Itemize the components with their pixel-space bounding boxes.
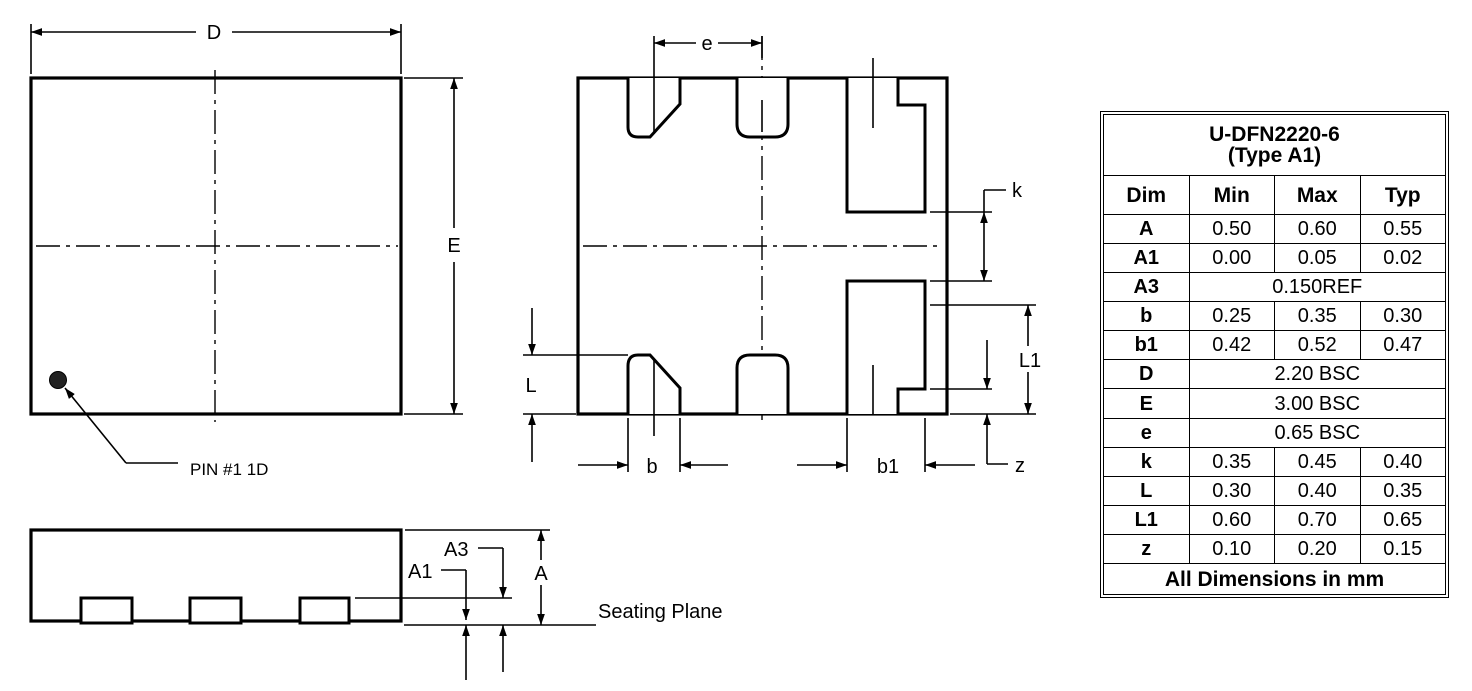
- side-pad-3: [298, 596, 351, 625]
- cell-max: 0.70: [1274, 504, 1361, 535]
- cell-max: 0.60: [1274, 213, 1361, 245]
- a1-label: A1: [408, 561, 432, 583]
- cell-typ: 0.35: [1359, 475, 1446, 506]
- cell-min: 0.42: [1188, 330, 1275, 361]
- e-label: E: [447, 235, 460, 257]
- e-pitch-label: e: [701, 33, 712, 55]
- table-title-line2: (Type A1): [1227, 144, 1322, 167]
- side-view: A Seating Plane A3 A1: [29, 528, 723, 680]
- cell-dim: b1: [1103, 330, 1190, 361]
- cell-min: 0.60: [1188, 504, 1275, 535]
- header-max: Max: [1274, 175, 1361, 215]
- side-pad-2: [188, 596, 243, 625]
- cell-typ: 0.55: [1359, 213, 1446, 245]
- cell-typ: 0.40: [1359, 446, 1446, 477]
- cell-min: 0.50: [1188, 213, 1275, 245]
- header-dim: Dim: [1103, 175, 1190, 215]
- cell-dim: z: [1103, 533, 1190, 565]
- top-view: D E PIN #1 1D: [29, 22, 463, 479]
- l-label: L: [525, 375, 536, 397]
- cell-typ: 0.30: [1359, 301, 1446, 332]
- cell-dim: L: [1103, 475, 1190, 506]
- cell-value-span: 0.150REF: [1188, 272, 1446, 303]
- side-pad-1: [79, 596, 134, 625]
- pad-right-top: [845, 78, 927, 214]
- cell-max: 0.20: [1274, 533, 1361, 565]
- table-footer: All Dimensions in mm: [1103, 563, 1446, 595]
- cell-value-span: 2.20 BSC: [1188, 359, 1446, 390]
- seating-plane-label: Seating Plane: [598, 601, 723, 623]
- header-typ: Typ: [1359, 175, 1446, 215]
- pad-bottom-middle: [735, 353, 790, 414]
- cell-typ: 0.15: [1359, 533, 1446, 565]
- cell-dim: k: [1103, 446, 1190, 477]
- cell-dim: A1: [1103, 243, 1190, 274]
- cell-value-span: 3.00 BSC: [1188, 388, 1446, 419]
- b-label: b: [646, 456, 657, 478]
- pin1-dot-icon: [49, 371, 67, 389]
- cell-dim: D: [1103, 359, 1190, 390]
- cell-min: 0.30: [1188, 475, 1275, 506]
- a-label: A: [534, 563, 548, 585]
- cell-dim: e: [1103, 417, 1190, 448]
- cell-dim: L1: [1103, 504, 1190, 535]
- cell-max: 0.05: [1274, 243, 1361, 274]
- cell-min: 0.10: [1188, 533, 1275, 565]
- table-title-line1: U-DFN2220-6: [1209, 123, 1340, 146]
- l1-label: L1: [1019, 350, 1041, 372]
- cell-max: 0.52: [1274, 330, 1361, 361]
- cell-dim: A3: [1103, 272, 1190, 303]
- pin1-leader: [64, 387, 127, 464]
- pad-right-bottom: [845, 279, 927, 414]
- b1-label: b1: [877, 456, 899, 478]
- bottom-view: e k L1 z L b b1: [523, 33, 1041, 478]
- cell-max: 0.40: [1274, 475, 1361, 506]
- header-min: Min: [1188, 175, 1275, 215]
- table-title: U-DFN2220-6 (Type A1): [1103, 114, 1446, 176]
- cell-dim: b: [1103, 301, 1190, 332]
- cell-dim: A: [1103, 213, 1190, 245]
- d-label: D: [207, 22, 221, 44]
- cell-value-span: 0.65 BSC: [1188, 417, 1446, 448]
- cell-dim: E: [1103, 388, 1190, 419]
- z-label: z: [1015, 455, 1025, 477]
- k-label: k: [1012, 180, 1023, 202]
- a3-label: A3: [444, 539, 468, 561]
- cell-min: 0.25: [1188, 301, 1275, 332]
- cell-max: 0.35: [1274, 301, 1361, 332]
- cell-typ: 0.02: [1359, 243, 1446, 274]
- cell-min: 0.35: [1188, 446, 1275, 477]
- cell-typ: 0.65: [1359, 504, 1446, 535]
- cell-max: 0.45: [1274, 446, 1361, 477]
- table-header-row: Dim Min Max Typ: [1103, 175, 1446, 215]
- cell-typ: 0.47: [1359, 330, 1446, 361]
- pin1-label: PIN #1 1D: [190, 460, 268, 479]
- cell-min: 0.00: [1188, 243, 1275, 274]
